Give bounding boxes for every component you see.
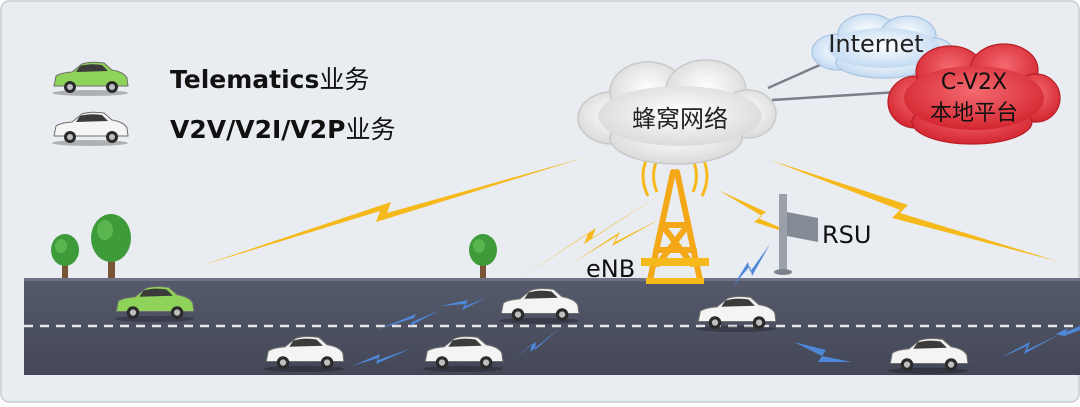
tree-icon — [469, 234, 497, 278]
link-cellular-platform — [771, 90, 899, 102]
cellular-network-cloud: 蜂窝网络 — [577, 59, 777, 165]
lightning-bolt-icon — [520, 192, 664, 278]
tree-icon — [91, 214, 131, 278]
rsu-flag-icon — [774, 194, 818, 275]
tree-icon — [51, 234, 79, 278]
road-edge-top — [24, 278, 1080, 281]
cv2x-platform-label-line1: C-V2X — [941, 70, 1007, 95]
legend-v2x-label: V2V/V2I/V2P业务 — [170, 115, 395, 144]
legend-telematics-label: Telematics业务 — [170, 65, 369, 94]
lightning-bolt-icon — [794, 342, 852, 362]
cell-tower-icon — [641, 155, 709, 284]
lightning-bolt-icon — [200, 158, 583, 266]
trees — [51, 214, 497, 278]
lightning-bolt-icon — [718, 190, 810, 240]
internet-cloud: Internet — [811, 13, 955, 79]
cellular-links — [200, 158, 1060, 278]
enb-label: eNB — [586, 255, 635, 283]
cv2x-platform-cloud: C-V2X 本地平台 — [887, 43, 1061, 145]
legend-item-telematics: Telematics业务 — [51, 61, 369, 96]
legend-item-v2x: V2V/V2I/V2P业务 — [51, 111, 395, 146]
internet-label: Internet — [828, 30, 923, 58]
cv2x-platform-label-line2: 本地平台 — [930, 101, 1018, 126]
lightning-bolt-icon — [440, 298, 486, 310]
lightning-bolt-icon — [1056, 326, 1080, 336]
legend: Telematics业务 V2V/V2I/V2P业务 — [51, 61, 395, 146]
sidelinks — [352, 244, 1080, 366]
lightning-bolt-icon — [770, 160, 1060, 262]
rsu-label: RSU — [822, 221, 871, 249]
cellular-network-label: 蜂窝网络 — [632, 105, 728, 133]
